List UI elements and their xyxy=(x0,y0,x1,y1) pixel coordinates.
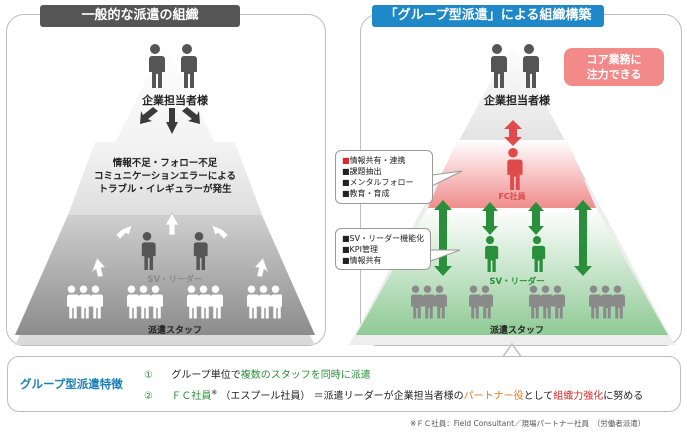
feature-line-2: ② ＦＣ社員※ （エスプール社員） ＝派遣リーダーが企業担当者様のパートナー役と… xyxy=(144,388,644,402)
left-manager-label: 企業担当者様 xyxy=(142,94,208,107)
problem-line-2: コミュニケーションエラーによる xyxy=(93,171,237,182)
outward-arrows xyxy=(91,212,269,278)
left-problem-text: 情報不足・フォロー不足 コミュニケーションエラーによる トラブル・イレギュラーが… xyxy=(85,157,245,196)
problem-line-3: トラブル・イレギュラーが発生 xyxy=(98,184,232,195)
left-sv-label: SV・リーダー xyxy=(147,275,203,285)
sv-note-2: ■KPI管理 xyxy=(342,245,378,254)
right-sv-label: SV・リーダー xyxy=(489,277,545,287)
sv-arrows xyxy=(434,200,592,276)
features-box xyxy=(7,356,681,412)
fc-note-3: ■メンタルフォロー xyxy=(342,178,414,187)
right-manager-label: 企業担当者様 xyxy=(484,94,550,107)
fc-notes-callout: ■情報共有・連携 ■課題抽出 ■メンタルフォロー ■教育・育成 xyxy=(335,150,433,204)
right-header: 「グループ型派遣」による組織構築 xyxy=(372,5,604,27)
footnote: ※ＦＣ社員：Field Consultant／現場パートナー社員 （労働者派遣） xyxy=(410,419,646,428)
core-work-badge: コア業務に 注力できる xyxy=(564,48,664,86)
badge-line-2: 注力できる xyxy=(586,68,642,81)
right-manager-icons xyxy=(490,44,539,88)
right-staff-icons xyxy=(410,285,625,319)
sv-note-3: ■情報共有 xyxy=(342,256,382,265)
fc-note-1: ■情報共有・連携 xyxy=(342,156,406,165)
sv-note-1: ■SV・リーダー機能化 xyxy=(342,234,425,243)
fc-label: FC社員 xyxy=(498,192,526,201)
right-sv-icons xyxy=(484,236,546,272)
features-title: グループ型派遣特徴 xyxy=(20,377,123,391)
sv-notes-callout: ■SV・リーダー機能化 ■KPI管理 ■情報共有 xyxy=(335,228,431,270)
left-staff-label: 派遣スタッフ xyxy=(147,326,202,336)
fc-double-arrow xyxy=(504,120,522,146)
right-staff-label: 派遣スタッフ xyxy=(489,326,544,336)
left-header: 一般的な派遣の組織 xyxy=(40,5,240,27)
down-arrows xyxy=(140,107,200,134)
badge-line-1: コア業務に xyxy=(586,53,642,66)
fc-note-2: ■課題抽出 xyxy=(342,167,382,176)
fc-icon xyxy=(506,148,523,190)
fc-note-4: ■教育・育成 xyxy=(342,189,390,198)
feature-line-1: ① グループ単位で複数のスタッフを同時に派遣 xyxy=(144,370,371,381)
problem-line-1: 情報不足・フォロー不足 xyxy=(112,158,218,169)
